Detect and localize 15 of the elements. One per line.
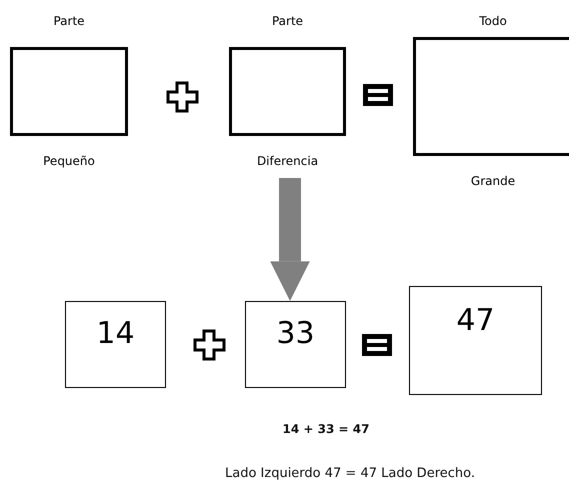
part-label: Parte (270, 14, 304, 28)
caption-label: Grande (470, 174, 516, 188)
block-arrow (270, 178, 310, 301)
number-box (245, 301, 346, 388)
number-text: 14 (96, 316, 135, 353)
statement-text: Lado Izquierdo 47 = 47 Lado Derecho. (224, 466, 476, 481)
part-label: Parte (52, 14, 86, 28)
caption-label: Pequeño (42, 154, 96, 168)
equation-text: 14 + 33 = 47 (282, 422, 370, 436)
part-label: Todo (478, 14, 508, 28)
caption-label: Diferencia (256, 154, 320, 168)
number-box (65, 301, 166, 388)
number-text: 47 (456, 303, 495, 340)
number-box (409, 286, 542, 395)
number-text: 33 (276, 316, 315, 353)
